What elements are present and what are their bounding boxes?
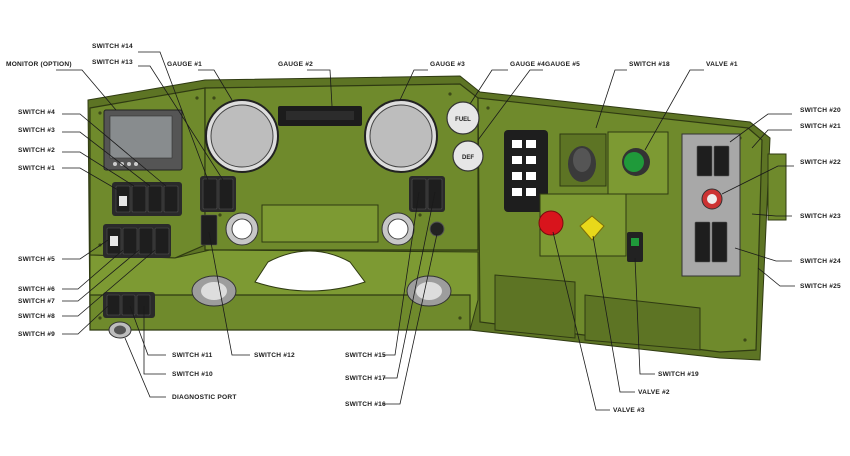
label-switch-25: SWITCH #25 xyxy=(800,283,841,290)
label-switch-20: SWITCH #20 xyxy=(800,107,841,114)
valve-3-red xyxy=(538,210,564,236)
label-valve-3: VALVE #3 xyxy=(613,407,645,414)
label-switch-9: SWITCH #9 xyxy=(18,331,55,338)
label-switch-7: SWITCH #7 xyxy=(18,298,55,305)
label-switch-22: SWITCH #22 xyxy=(800,159,841,166)
label-switch-21: SWITCH #21 xyxy=(800,123,841,130)
label-switch-2: SWITCH #2 xyxy=(18,147,55,154)
label-switch-12: SWITCH #12 xyxy=(254,352,295,359)
keypad-switch-18 xyxy=(504,130,548,212)
label-monitor: MONITOR (OPTION) xyxy=(6,61,72,68)
label-switch-16: SWITCH #16 xyxy=(345,401,386,408)
label-switch-11: SWITCH #11 xyxy=(172,352,213,359)
switch-bank-upper xyxy=(112,182,182,216)
label-gauge-1: GAUGE #1 xyxy=(167,61,202,68)
label-switch-4: SWITCH #4 xyxy=(18,109,55,116)
label-switch-24: SWITCH #24 xyxy=(800,258,841,265)
label-valve-2: VALVE #2 xyxy=(638,389,670,396)
label-switch-6: SWITCH #6 xyxy=(18,286,55,293)
center-left-switches xyxy=(200,176,236,246)
label-switch-13: SWITCH #13 xyxy=(92,59,133,66)
diagnostic-port xyxy=(108,321,132,339)
valve-1-green xyxy=(607,131,669,195)
label-switch-15: SWITCH #15 xyxy=(345,352,386,359)
switch-bank-bottom xyxy=(103,292,155,318)
label-switch-17: SWITCH #17 xyxy=(345,375,386,382)
label-switch-19: SWITCH #19 xyxy=(658,371,699,378)
joystick xyxy=(559,133,607,187)
callout-labels: MONITOR (OPTION) SWITCH #14 SWITCH #13 G… xyxy=(6,43,841,414)
gauge-5-def: DEF xyxy=(452,140,484,172)
monitor-display xyxy=(103,109,183,171)
label-switch-18: SWITCH #18 xyxy=(629,61,670,68)
gauge-4-fuel: FUEL xyxy=(446,101,480,135)
label-gauge-4: GAUGE #4 xyxy=(510,61,545,68)
gauge-1 xyxy=(205,99,279,173)
label-switch-14: SWITCH #14 xyxy=(92,43,133,50)
right-side-panel xyxy=(681,133,787,277)
label-switch-10: SWITCH #10 xyxy=(172,371,213,378)
label-switch-23: SWITCH #23 xyxy=(800,213,841,220)
label-switch-3: SWITCH #3 xyxy=(18,127,55,134)
label-valve-1: VALVE #1 xyxy=(706,61,738,68)
label-switch-1: SWITCH #1 xyxy=(18,165,55,172)
label-gauge-5: GAUGE #5 xyxy=(545,61,580,68)
label-switch-5: SWITCH #5 xyxy=(18,256,55,263)
valve-2-yellow xyxy=(579,215,605,241)
def-gauge-label: DEF xyxy=(462,155,474,161)
switch-bank-lower xyxy=(103,224,171,258)
label-gauge-3: GAUGE #3 xyxy=(430,61,465,68)
label-gauge-2: GAUGE #2 xyxy=(278,61,313,68)
label-diagnostic-port: DIAGNOSTIC PORT xyxy=(172,394,237,401)
gauge-2-display xyxy=(278,106,362,126)
label-switch-8: SWITCH #8 xyxy=(18,313,55,320)
fuel-gauge-label: FUEL xyxy=(455,117,471,123)
leader-lines xyxy=(56,51,795,411)
switch-19 xyxy=(627,232,643,262)
gauge-3 xyxy=(364,99,438,173)
